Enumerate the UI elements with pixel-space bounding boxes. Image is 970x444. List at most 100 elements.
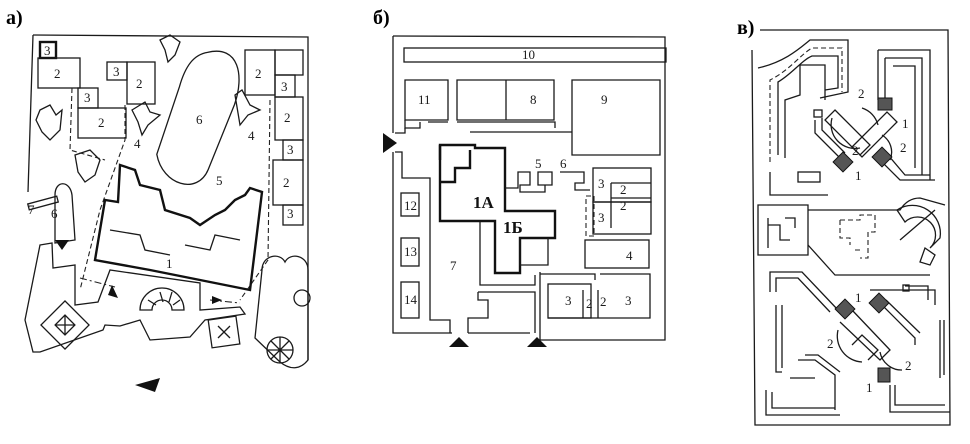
path xyxy=(939,320,945,378)
unit-2 xyxy=(37,57,81,89)
marker xyxy=(902,284,910,292)
block-12 xyxy=(400,192,420,217)
block-11 xyxy=(404,79,449,121)
arc xyxy=(836,329,863,363)
building-upper xyxy=(784,64,826,158)
path xyxy=(775,305,783,373)
unit-dividers xyxy=(582,290,599,318)
site-boundary xyxy=(392,36,530,334)
label: 6 xyxy=(51,206,58,221)
label: 2 xyxy=(620,182,627,197)
label: 3 xyxy=(84,90,91,105)
label: 1 xyxy=(166,256,173,271)
label: 3 xyxy=(598,210,605,225)
sandbox-icon xyxy=(832,151,854,173)
tree-icon xyxy=(131,101,162,137)
unit-2 xyxy=(77,107,127,139)
label: 5 xyxy=(535,156,542,171)
label: 3 xyxy=(625,293,632,308)
block-4 xyxy=(584,239,650,269)
label: 11 xyxy=(418,92,431,107)
panel-a-label: а) xyxy=(6,7,23,29)
bench xyxy=(26,195,60,211)
label: 4 xyxy=(248,128,255,143)
pavilion xyxy=(919,246,936,266)
sandbox-icon xyxy=(834,298,856,320)
arc xyxy=(879,351,903,371)
amphitheatre xyxy=(139,287,185,311)
label: 3 xyxy=(287,206,294,221)
label: 2 xyxy=(54,66,61,81)
panel-b: б) 10 xyxy=(373,7,667,347)
tree-cluster xyxy=(254,255,309,369)
label: 1 xyxy=(866,380,873,395)
label: 12 xyxy=(404,198,417,213)
label: 6 xyxy=(560,156,567,171)
path xyxy=(879,154,935,181)
cross-arm xyxy=(839,309,891,361)
tree-icon xyxy=(35,104,63,141)
label: 7 xyxy=(450,258,457,273)
label: 4 xyxy=(626,248,633,263)
block-7-wing xyxy=(479,222,536,286)
label: 2 xyxy=(600,294,607,309)
site-boundary-left xyxy=(27,34,34,193)
block-3-2 xyxy=(539,272,651,340)
path-outer xyxy=(757,39,849,99)
entrance-arrow-icon xyxy=(383,133,397,153)
sandbox-icon xyxy=(877,97,893,111)
label: 13 xyxy=(404,244,417,259)
path xyxy=(769,271,839,313)
label: 2 xyxy=(858,86,865,101)
entrance-arrow-icon xyxy=(212,296,222,304)
unit-6 xyxy=(560,171,590,191)
main-building xyxy=(93,163,264,292)
panel-a: а) xyxy=(6,7,311,392)
entrance-arrow-icon xyxy=(55,240,69,250)
label: 2 xyxy=(852,143,859,158)
label-1a: 1А xyxy=(473,193,495,212)
path xyxy=(889,385,950,413)
block-8 xyxy=(456,79,555,121)
label: 1 xyxy=(855,290,862,305)
tree-spokes xyxy=(267,337,293,363)
block-10 xyxy=(403,47,667,63)
path xyxy=(765,390,840,416)
arc xyxy=(830,117,861,150)
site-boundary xyxy=(751,29,951,426)
label: 10 xyxy=(522,47,535,62)
garden-block xyxy=(757,204,809,256)
block-14 xyxy=(400,281,420,319)
label: 2 xyxy=(284,110,291,125)
label: 3 xyxy=(44,43,51,58)
label-1b: 1Б xyxy=(503,218,523,237)
path xyxy=(769,47,843,162)
label: 9 xyxy=(601,92,608,107)
middle-band xyxy=(807,197,946,276)
label: 2 xyxy=(255,66,262,81)
plaza xyxy=(24,242,247,353)
bench xyxy=(797,171,821,183)
passage xyxy=(585,195,595,237)
entrance-arrow-icon xyxy=(135,378,160,392)
label: 3 xyxy=(598,176,605,191)
corridor xyxy=(395,128,451,333)
fountain-icon xyxy=(40,300,90,350)
courtyard xyxy=(467,292,489,333)
path xyxy=(239,99,271,301)
label: 3 xyxy=(281,79,288,94)
unit-dividers xyxy=(610,182,651,228)
label: 5 xyxy=(216,173,223,188)
label: 2 xyxy=(905,358,912,373)
arc xyxy=(861,107,879,126)
site-boundary xyxy=(392,35,666,341)
sandbox-icon xyxy=(871,146,893,168)
tree-icon xyxy=(159,34,181,64)
track-right-inner xyxy=(877,50,886,100)
annex xyxy=(519,238,549,266)
cross-center xyxy=(851,334,879,361)
unit-3-2 xyxy=(592,201,652,235)
label: 2 xyxy=(827,336,834,351)
unit-5 xyxy=(505,171,553,193)
